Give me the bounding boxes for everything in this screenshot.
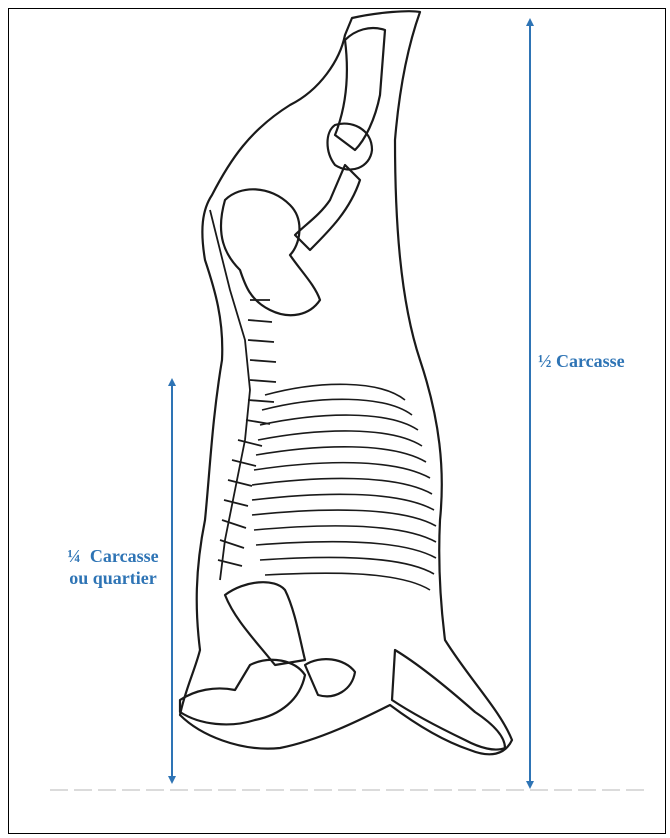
rib-cage [252,384,436,590]
carcass-illustration [180,11,512,754]
tibia-bone [295,165,360,250]
quarter-carcass-label: ¼ Carcasse ou quartier [48,545,178,589]
pelvis-bone [221,189,320,315]
neck-vertebrae [180,660,305,725]
quarter-label-line2: ou quartier [48,567,178,589]
elbow-bone [305,659,355,696]
half-carcass-label: ½ Carcasse [538,350,625,372]
scapula-bone [225,582,305,665]
quarter-label-line1: ¼ Carcasse [48,545,178,567]
